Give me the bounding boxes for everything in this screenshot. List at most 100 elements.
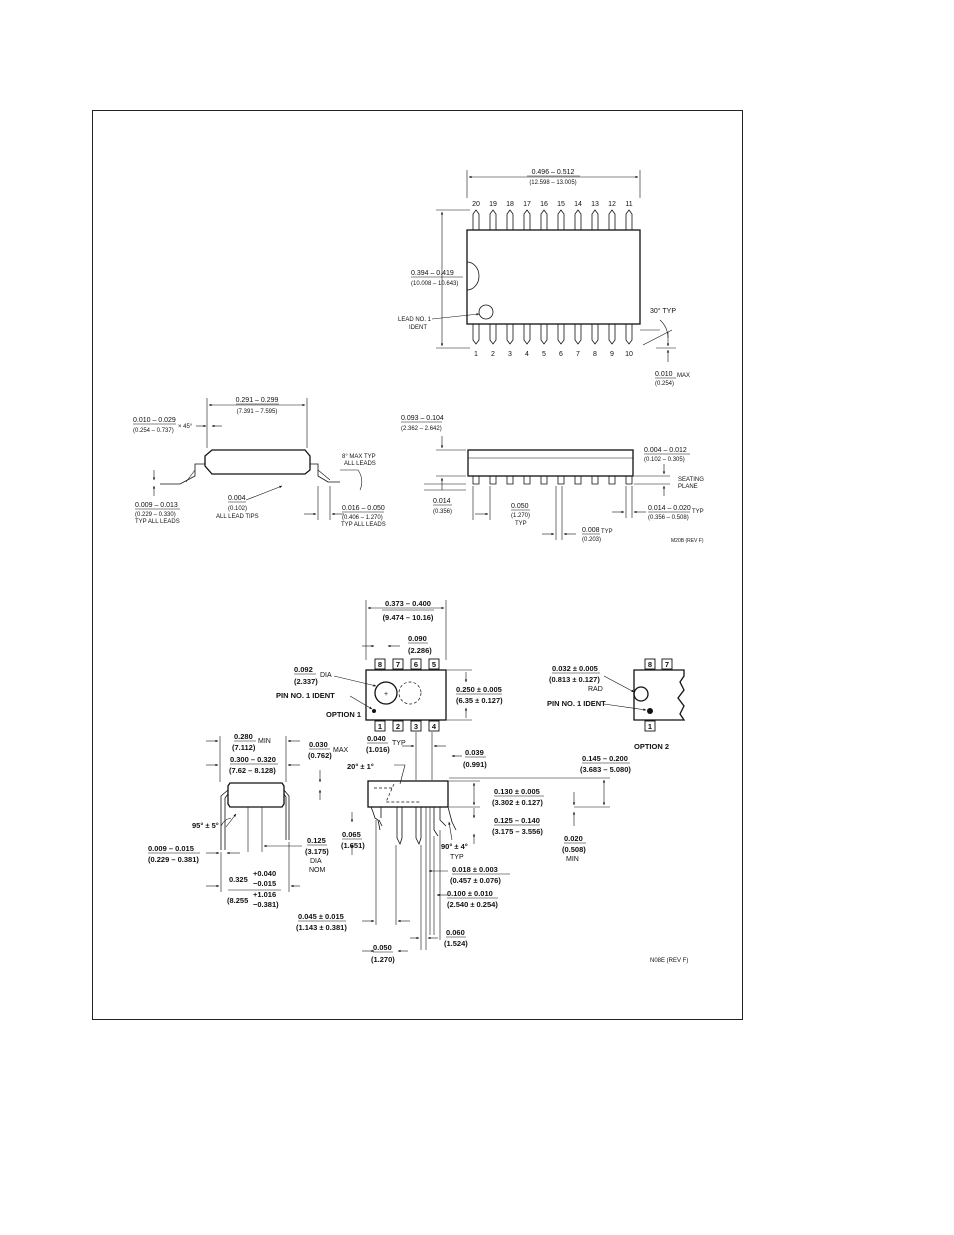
dip-pin-label: 7 bbox=[396, 660, 400, 669]
soic-pin-label: 19 bbox=[489, 201, 497, 208]
dip-angle-95: 95° ± 5° bbox=[192, 821, 219, 830]
dip-total-height-mm: (3.683 – 5.080) bbox=[580, 765, 631, 774]
dip-pitch-in: 0.100 ± 0.010 bbox=[447, 889, 493, 898]
option2-pin-label: 1 bbox=[648, 722, 652, 731]
soic-top-leads bbox=[472, 209, 633, 230]
dip-pin-dia-mm: (3.175) bbox=[305, 847, 329, 856]
soic-pin-label: 7 bbox=[576, 351, 580, 358]
soic-pitch-mm: (1.270) bbox=[511, 513, 530, 519]
dip-dia-suffix: DIA bbox=[320, 672, 332, 679]
soic-pin-label: 6 bbox=[559, 351, 563, 358]
dip-body bbox=[365, 669, 447, 721]
dip-overall-tol-hi: +0.040 bbox=[253, 869, 276, 878]
dip-pin-label: 6 bbox=[414, 660, 418, 669]
option2-label: OPTION 2 bbox=[634, 742, 669, 751]
option2-radius-suffix: RAD bbox=[588, 686, 603, 693]
soic-pitch-in: 0.050 bbox=[511, 503, 529, 510]
dip-pin-dia-suffix: NOM bbox=[309, 867, 326, 874]
dip-shoulder-in: 0.039 bbox=[465, 748, 484, 757]
dip-lead-w-in: 0.018 ± 0.003 bbox=[452, 865, 498, 874]
dip-shoulder-h-in: 0.065 bbox=[342, 830, 361, 839]
dip-side-body bbox=[367, 780, 449, 808]
soic-chamfer-suffix: × 45° bbox=[178, 424, 193, 430]
dip-spread-mm: (1.016) bbox=[366, 745, 390, 754]
soic-side-view: 0.093 – 0.104 (2.362 – 2.642) 0.004 – 0.… bbox=[401, 415, 704, 544]
dip-top-width-mm: (9.474 – 10.16) bbox=[383, 613, 434, 622]
soic-chamfer-mm: (0.254 – 0.737) bbox=[133, 428, 174, 434]
soic-foot-in: 0.016 – 0.050 bbox=[342, 505, 385, 512]
soic-tips-suffix: ALL LEAD TIPS bbox=[216, 514, 259, 520]
soic-bottom-leads bbox=[472, 324, 633, 345]
dip-drawing-id: N08E (REV F) bbox=[650, 958, 688, 964]
soic-gap-mm: (0.203) bbox=[582, 537, 601, 543]
dip-half-pitch-in: 0.050 bbox=[373, 943, 392, 952]
soic-foot-mm: (0.406 – 1.270) bbox=[342, 515, 383, 521]
dip-body-height-mm: (3.302 ± 0.127) bbox=[492, 798, 543, 807]
soic-standoff-mm: (0.102 – 0.305) bbox=[644, 457, 685, 463]
option2-radius-in: 0.032 ± 0.005 bbox=[552, 664, 598, 673]
dip-pitch-mm: (2.540 ± 0.254) bbox=[447, 900, 498, 909]
dip-end-max-in: 0.030 bbox=[309, 740, 328, 749]
dip-top-width-in: 0.373 – 0.400 bbox=[385, 599, 431, 608]
soic-thickness-suffix: TYP ALL LEADS bbox=[135, 519, 180, 525]
soic-pin-label: 16 bbox=[540, 201, 548, 208]
dip-end-max-suffix: MAX bbox=[333, 747, 349, 754]
pin-1-dia-circle bbox=[374, 681, 398, 705]
soic-lead-width-mm: (0.356 – 0.508) bbox=[648, 515, 689, 521]
seating-plane: SEATING bbox=[678, 477, 704, 483]
soic-width-mm: (10.008 – 10.643) bbox=[411, 281, 458, 287]
soic-corner-in: 0.010 bbox=[655, 371, 673, 378]
dip-foot-mm: (1.524) bbox=[444, 939, 468, 948]
dip-total-height-in: 0.145 – 0.200 bbox=[582, 754, 628, 763]
dip-end-lead-mm: (1.143 ± 0.381) bbox=[296, 923, 347, 932]
soic-height-mm: (2.362 – 2.642) bbox=[401, 426, 442, 432]
dip-lead-len-mm: (3.175 – 3.556) bbox=[492, 827, 543, 836]
soic-pin-label: 1 bbox=[474, 351, 478, 358]
soic-pin-label: 10 bbox=[625, 351, 633, 358]
soic-pin-label: 11 bbox=[625, 201, 632, 208]
dip-overall-mm-lo: −0.381) bbox=[253, 900, 279, 909]
soic-width-in: 0.394 – 0.419 bbox=[411, 270, 454, 277]
dip-pin-label: 1 bbox=[378, 722, 382, 731]
soic-pin-label: 3 bbox=[508, 351, 512, 358]
dip-row-span-mm: (7.62 – 8.128) bbox=[229, 766, 276, 775]
soic-length-in: 0.496 – 0.512 bbox=[532, 169, 575, 176]
pin-1-dot bbox=[372, 709, 376, 713]
dip-overall-mm: (8.255 bbox=[227, 896, 248, 905]
dip-pin-dia-suffix: DIA bbox=[310, 858, 322, 865]
soic-side-leads bbox=[472, 476, 633, 485]
dip-end-max-mm: (0.762) bbox=[308, 751, 332, 760]
soic-side-body bbox=[467, 449, 634, 477]
lead-ident-label: IDENT bbox=[409, 325, 427, 331]
soic-side-width-in: 0.291 – 0.299 bbox=[236, 397, 279, 404]
soic-pin-label: 4 bbox=[525, 351, 529, 358]
dip-end-lead-in: 0.045 ± 0.015 bbox=[298, 912, 344, 921]
dip-overall-tol-lo: −0.015 bbox=[253, 879, 276, 888]
soic-thickness-in: 0.009 – 0.013 bbox=[135, 502, 178, 509]
soic-pin-label: 9 bbox=[610, 351, 614, 358]
soic-tips-mm: (0.102) bbox=[228, 506, 247, 512]
option2-pin-1-dot bbox=[647, 708, 653, 714]
dip-seat-min-suffix: MIN bbox=[566, 856, 579, 863]
lead-1-ident-dot bbox=[478, 304, 494, 320]
dip-pin-ident: PIN NO. 1 IDENT bbox=[276, 691, 335, 700]
dip-seat-min-in: 0.020 bbox=[564, 834, 583, 843]
soic-length-mm: (12.598 – 13.005) bbox=[529, 180, 576, 186]
svg-text:+: + bbox=[384, 691, 388, 698]
dip-pin-label: 8 bbox=[378, 660, 382, 669]
dip-row-span-in: 0.300 – 0.320 bbox=[230, 755, 276, 764]
dip-pin-label: 3 bbox=[414, 722, 418, 731]
dip-top-view: + 8 7 6 5 1 2 3 4 0.373 – 0.400 (9.474 –… bbox=[276, 599, 503, 732]
soic-height-in: 0.093 – 0.104 bbox=[401, 415, 444, 422]
dip-lead-thick-mm: (0.229 – 0.381) bbox=[148, 855, 199, 864]
soic-notch bbox=[466, 261, 480, 291]
dip-notch-mm: (2.286) bbox=[408, 646, 432, 655]
dip-overall-in: 0.325 bbox=[229, 875, 248, 884]
dip-end-body bbox=[227, 782, 285, 808]
soic-corner-suffix: MAX bbox=[677, 373, 690, 379]
dip-angle-90: 90° ± 4° bbox=[441, 842, 468, 851]
soic-pin-label: 18 bbox=[506, 201, 514, 208]
soic-gap-in: 0.008 bbox=[582, 527, 600, 534]
option2-pin-label: 8 bbox=[648, 660, 652, 669]
dip-option1: OPTION 1 bbox=[326, 710, 361, 719]
